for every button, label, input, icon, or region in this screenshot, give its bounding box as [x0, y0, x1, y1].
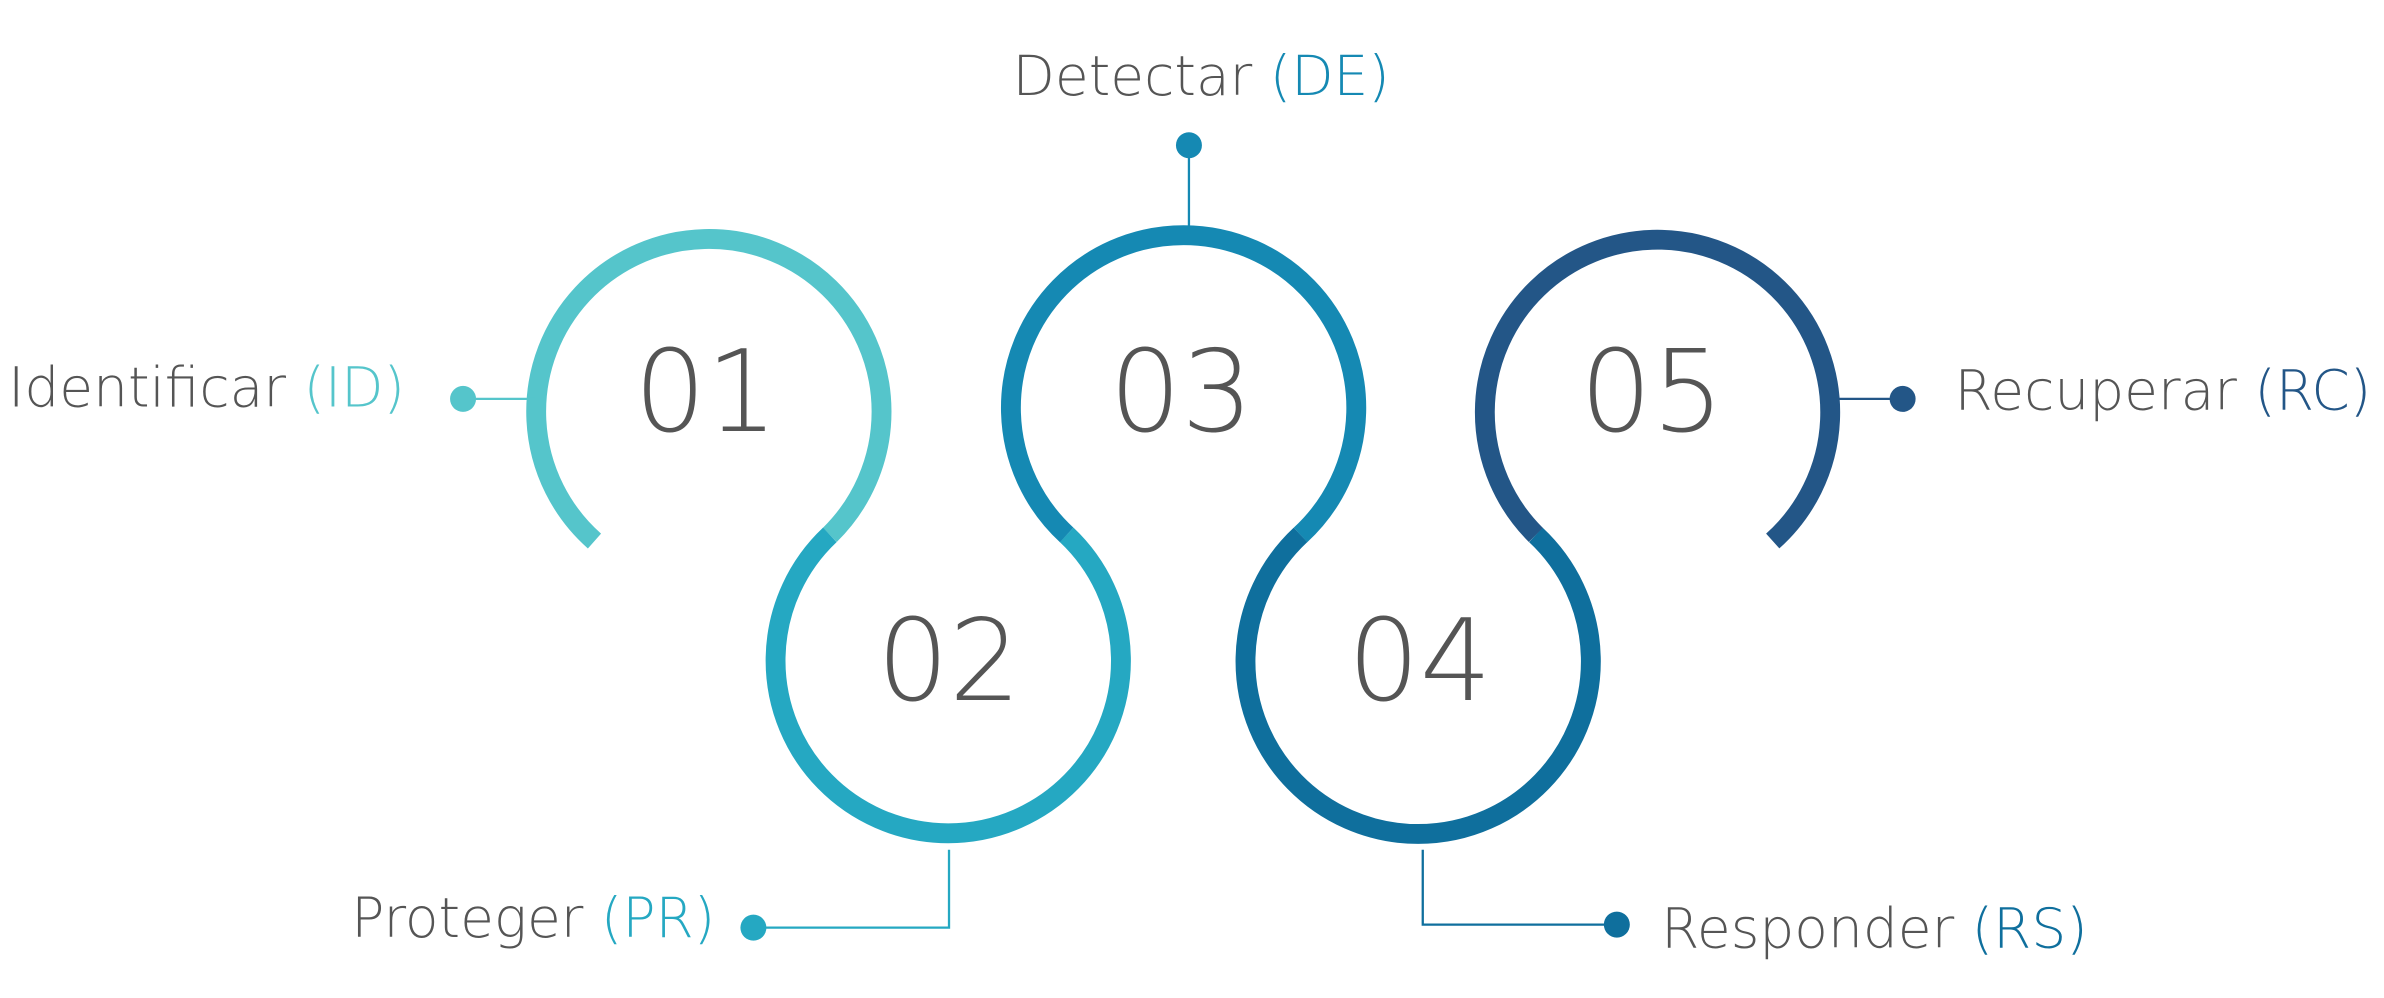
ring-02 [765, 527, 1131, 844]
stage-name-05: Recuperar [1955, 359, 2238, 423]
dot-03 [1175, 132, 1202, 159]
stage-code-04: (RS) [1972, 897, 2088, 961]
stage-number-01: 01 [634, 326, 778, 458]
connector-04 [1421, 849, 1617, 926]
dot-05 [1889, 385, 1916, 412]
stage-number-05: 05 [1580, 326, 1724, 458]
ring-03 [1000, 225, 1367, 543]
stage-label-04: Responder (RS) [1661, 897, 2088, 961]
stage-name-01: Identificar [8, 356, 286, 420]
stage-code-02: (PR) [601, 886, 715, 950]
dot-02 [740, 914, 767, 941]
stage-name-04: Responder [1661, 897, 1954, 961]
stage-label-03: Detectar (DE) [1013, 44, 1390, 108]
stage-number-02: 02 [877, 595, 1021, 727]
stage-label-05: Recuperar (RC) [1955, 359, 2372, 423]
stage-label-02: Proteger (PR) [351, 886, 715, 950]
stage-name-02: Proteger [351, 886, 583, 950]
dot-04 [1603, 911, 1630, 938]
stage-code-05: (RC) [2254, 359, 2371, 423]
stage-number-03: 03 [1109, 326, 1253, 458]
stage-code-01: (ID) [303, 356, 405, 420]
stage-name-03: Detectar [1013, 44, 1253, 108]
connector-02 [753, 849, 951, 929]
ring-04 [1235, 527, 1601, 844]
ring-05 [1474, 229, 1841, 549]
stage-code-03: (DE) [1270, 44, 1390, 108]
ring-01 [526, 229, 892, 549]
stage-number-04: 04 [1348, 595, 1492, 727]
dot-01 [450, 385, 477, 412]
stage-label-01: Identificar (ID) [8, 356, 405, 420]
